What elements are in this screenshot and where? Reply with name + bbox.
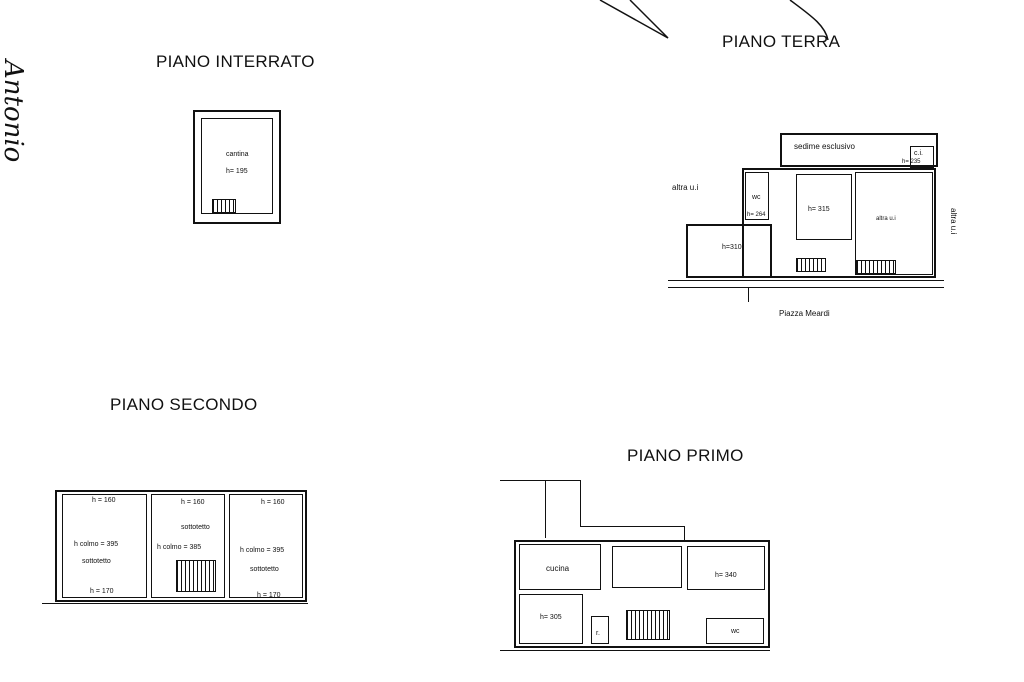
primo-outline-4 — [684, 526, 685, 542]
street-line-2 — [668, 287, 944, 288]
h-160-c: h = 160 — [261, 499, 285, 506]
cantina-inner — [201, 118, 273, 214]
cucina-room — [519, 544, 601, 590]
cucina-label: cucina — [546, 564, 570, 573]
primo-mid-room — [612, 546, 682, 588]
cantina-label: cantina — [226, 151, 249, 158]
signature: Antonio Lucio — [0, 60, 28, 220]
r-label: r. — [596, 630, 600, 637]
altra-ui-left: altra u.i — [672, 183, 699, 192]
secondo-room-b — [151, 494, 225, 598]
room-310-height: h=310 — [722, 244, 742, 251]
h-160-b: h = 160 — [181, 499, 205, 506]
secondo-outer — [55, 490, 307, 602]
primo-outline-1 — [545, 480, 546, 538]
room-altra-mid — [855, 172, 933, 275]
terra-main — [742, 168, 936, 278]
entry-arrow — [748, 288, 749, 302]
secondo-room-c — [229, 494, 303, 598]
sottotetto-c: sottotetto — [250, 566, 279, 573]
wc-room-primo — [706, 618, 764, 644]
scribble-strokes — [599, 0, 829, 41]
sedime-box — [780, 133, 938, 167]
wc-room — [745, 172, 769, 220]
cantina-outer — [193, 110, 281, 224]
h-170-a: h = 170 — [90, 588, 114, 595]
secondo-base — [42, 603, 308, 604]
room-305-height: h= 305 — [540, 614, 562, 621]
ci-label: c.i. — [914, 150, 923, 157]
primo-outline-2 — [580, 480, 581, 526]
sedime-label: sedime esclusivo — [794, 142, 855, 151]
ci-height: h= 235 — [902, 159, 921, 165]
room-310 — [686, 224, 772, 278]
altra-ui-mid: altra u.i — [876, 216, 896, 222]
primo-outline-top — [500, 480, 580, 481]
primo-base — [500, 650, 770, 651]
h-colmo-a: h colmo = 395 — [74, 541, 119, 548]
room-305 — [519, 594, 583, 644]
h-colmo-c: h colmo = 395 — [240, 547, 285, 554]
ci-box — [910, 146, 934, 168]
terra-stairs-2 — [856, 260, 896, 274]
room-340 — [687, 546, 765, 590]
cantina-stairs — [212, 199, 236, 213]
r-room — [591, 616, 609, 644]
sottotetto-a: sottotetto — [82, 558, 111, 565]
street-line-1 — [668, 280, 944, 281]
secondo-room-a — [62, 494, 147, 598]
terra-stairs-1 — [796, 258, 826, 272]
primo-stairs — [626, 610, 670, 640]
room-315-height: h= 315 — [808, 206, 830, 213]
signature-text: Antonio Lucio — [0, 60, 28, 163]
sottotetto-b: sottotetto — [181, 524, 210, 531]
piano-secondo-title: PIANO SECONDO — [110, 395, 258, 414]
wc-label-primo: wc — [731, 628, 740, 635]
room-315 — [796, 174, 852, 240]
h-170-b: h = 170 — [257, 592, 281, 599]
altra-ui-right: altra u.i — [949, 208, 958, 235]
piazza-label: Piazza Meardi — [779, 309, 830, 318]
piano-primo-title: PIANO PRIMO — [627, 446, 744, 465]
secondo-stairs — [176, 560, 216, 592]
piano-interrato-title: PIANO INTERRATO — [156, 52, 315, 71]
room-340-height: h= 340 — [715, 572, 737, 579]
wc-label: wc — [752, 194, 761, 201]
piano-terra-title: PIANO TERRA — [722, 32, 841, 51]
h-colmo-b: h colmo = 385 — [157, 544, 202, 551]
primo-outer — [514, 540, 770, 648]
cantina-height: h= 195 — [226, 168, 248, 175]
h-160-a: h = 160 — [92, 497, 116, 504]
wc-height: h= 264 — [747, 212, 766, 218]
primo-outline-3 — [580, 526, 684, 527]
